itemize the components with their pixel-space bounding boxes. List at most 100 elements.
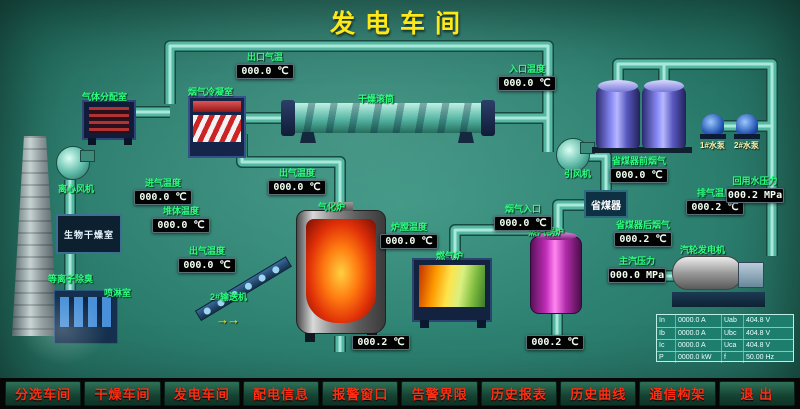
pressure-display: 000.2 MPa xyxy=(726,188,784,203)
temperature-display: 000.2 ℃ xyxy=(352,335,410,350)
gauge-label: 省煤器前烟气 xyxy=(611,156,666,166)
gas-distribution-room xyxy=(82,100,136,145)
economizer-box: 省煤器 xyxy=(584,190,628,218)
label-spray-room: 喷淋室 xyxy=(104,288,132,298)
drum-support-left xyxy=(300,132,316,143)
table-cell: 0000.0 kW xyxy=(675,352,721,363)
drying-drum xyxy=(281,100,495,136)
gasifier-vessel xyxy=(296,202,386,342)
table-row: Ib 0000.0 A Ubc 404.8 V xyxy=(657,327,793,339)
gauge-label: 排气温度 xyxy=(696,188,733,198)
economizer-label: 省煤器 xyxy=(591,200,621,212)
table-row: Ic 0000.0 A Uca 404.8 V xyxy=(657,339,793,351)
page-title: 发电车间 xyxy=(329,10,470,38)
table-cell: P xyxy=(659,354,664,361)
table-cell: 50.00 Hz xyxy=(743,352,793,363)
label-conveyor-2: 2#输送机 xyxy=(210,292,248,302)
nav-button-history-report[interactable]: 历史报表 xyxy=(480,381,558,406)
label-gas-furnace: 燃气炉 xyxy=(436,251,464,261)
label-induced-fan: 引风机 xyxy=(564,169,592,179)
spray-room-windows xyxy=(60,297,112,327)
label-drying-drum: 干燥滚筒 xyxy=(358,94,395,104)
gauge-fluegas-inlet-temp: 烟气入口 000.0 ℃ xyxy=(494,202,552,231)
table-cell: 0000.0 A xyxy=(675,328,721,339)
condenser-hot-section xyxy=(193,101,241,112)
temperature-display: 000.0 ℃ xyxy=(380,234,438,249)
table-cell: 0000.0 A xyxy=(675,340,721,351)
water-tank-2 xyxy=(642,80,686,148)
gauge-inlet-temp: 入口温度 000.0 ℃ xyxy=(498,62,556,91)
temperature-display: 000.0 ℃ xyxy=(134,190,192,205)
gauge-main-steam-pressure: 主汽压力 000.0 MPa xyxy=(608,254,666,283)
steam-boiler-vessel xyxy=(530,232,582,314)
gauge-exhaust-temp: 排气温度 000.2 ℃ xyxy=(686,186,744,215)
generator-cylinder xyxy=(672,256,742,290)
bio-drying-room-label: 生物干燥室 xyxy=(63,229,114,240)
temperature-display: 000.0 ℃ xyxy=(236,64,294,79)
temperature-display: 000.0 ℃ xyxy=(494,216,552,231)
temperature-display: 000.2 ℃ xyxy=(614,232,672,247)
conveyor-direction-arrow-icon: →→ xyxy=(216,312,240,327)
nav-button-alarm-limits[interactable]: 告警界限 xyxy=(401,381,478,406)
gauge-boiler-bottom-temp: 000.2 ℃ xyxy=(526,334,584,350)
flue-gas-condenser xyxy=(188,96,246,158)
gauge-label: 主汽压力 xyxy=(618,256,655,266)
gauge-label: 入口温度 xyxy=(508,64,545,74)
gauge-outlet-gas-temp: 出口气温 000.0 ℃ xyxy=(236,50,294,79)
table-cell: 404.8 V xyxy=(743,328,793,339)
nav-button-drying-workshop[interactable]: 干燥车间 xyxy=(84,381,161,406)
gauge-label: 烟气入口 xyxy=(504,204,541,214)
label-turbine-generator: 汽轮发电机 xyxy=(680,245,726,255)
gasifier-legs xyxy=(305,333,377,342)
nav-button-comm-framework[interactable]: 通信构架 xyxy=(639,381,716,406)
spray-room-building xyxy=(54,290,118,344)
gas-distribution-legs xyxy=(88,138,132,145)
gauge-label: 出气温度 xyxy=(188,246,225,256)
gauge-label: 出气温度 xyxy=(278,168,315,178)
gauge-outlet-air-temp-dryer: 出气温度 000.0 ℃ xyxy=(178,244,236,273)
gas-distribution-heaters xyxy=(89,107,129,133)
gasifier-flame xyxy=(306,219,376,323)
nav-button-history-curve[interactable]: 历史曲线 xyxy=(560,381,637,406)
gauge-label: 进气温度 xyxy=(144,178,181,188)
water-pump-1-icon xyxy=(700,114,726,139)
gas-furnace xyxy=(412,258,492,328)
gauge-return-water-pressure: 回用水压力 000.2 MPa xyxy=(726,174,784,203)
gauge-label: 炉膛温度 xyxy=(390,222,427,232)
label-plasma-deodorize: 等离子除臭 xyxy=(48,274,94,284)
gauge-furnace-chamber-temp: 炉膛温度 000.0 ℃ xyxy=(380,220,438,249)
generator-data-table: In 0000.0 A Uab 404.8 V Ib 0000.0 A Ubc … xyxy=(656,314,794,363)
gauge-outlet-air-temp-gasifier: 出气温度 000.0 ℃ xyxy=(268,166,326,195)
water-pump-2-icon xyxy=(734,114,760,139)
table-cell: Ubc xyxy=(721,328,743,339)
gauge-label: 出口气温 xyxy=(246,52,283,62)
temperature-display: 000.0 ℃ xyxy=(498,76,556,91)
table-cell: Ib xyxy=(659,330,665,337)
gas-furnace-legs xyxy=(420,320,486,328)
table-cell: In xyxy=(659,317,665,324)
gas-furnace-flame-screen xyxy=(419,265,485,307)
table-cell: Ic xyxy=(659,342,665,349)
nav-button-sorting-workshop[interactable]: 分选车间 xyxy=(5,381,82,406)
table-cell: 404.8 V xyxy=(743,340,793,351)
gauge-label: 回用水压力 xyxy=(732,176,778,186)
steam-boiler-cap xyxy=(535,232,577,240)
temperature-display: 000.0 ℃ xyxy=(610,168,668,183)
nav-button-exit[interactable]: 退 出 xyxy=(718,381,795,406)
label-centrifugal-fan: 离心风机 xyxy=(58,184,95,194)
label-gas-distribution: 气体分配室 xyxy=(82,92,128,102)
bio-drying-room: 生物干燥室 xyxy=(56,214,122,254)
generator-base xyxy=(672,292,765,307)
gauge-pile-temp: 堆体温度 000.0 ℃ xyxy=(152,204,210,233)
gauge-label: 堆体温度 xyxy=(162,206,199,216)
temperature-display: 000.0 ℃ xyxy=(268,180,326,195)
table-cell: f xyxy=(721,352,743,363)
gauge-label: 省煤器后烟气 xyxy=(615,220,670,230)
centrifugal-fan-icon xyxy=(56,146,95,180)
nav-button-power-distribution-info[interactable]: 配电信息 xyxy=(242,381,320,406)
turbine-generator-unit xyxy=(672,252,768,312)
nav-button-power-workshop[interactable]: 发电车间 xyxy=(163,381,240,406)
label-pump-2: 2#水泵 xyxy=(734,141,759,150)
nav-button-alarm-window[interactable]: 报警窗口 xyxy=(322,381,399,406)
temperature-display: 000.0 ℃ xyxy=(178,258,236,273)
